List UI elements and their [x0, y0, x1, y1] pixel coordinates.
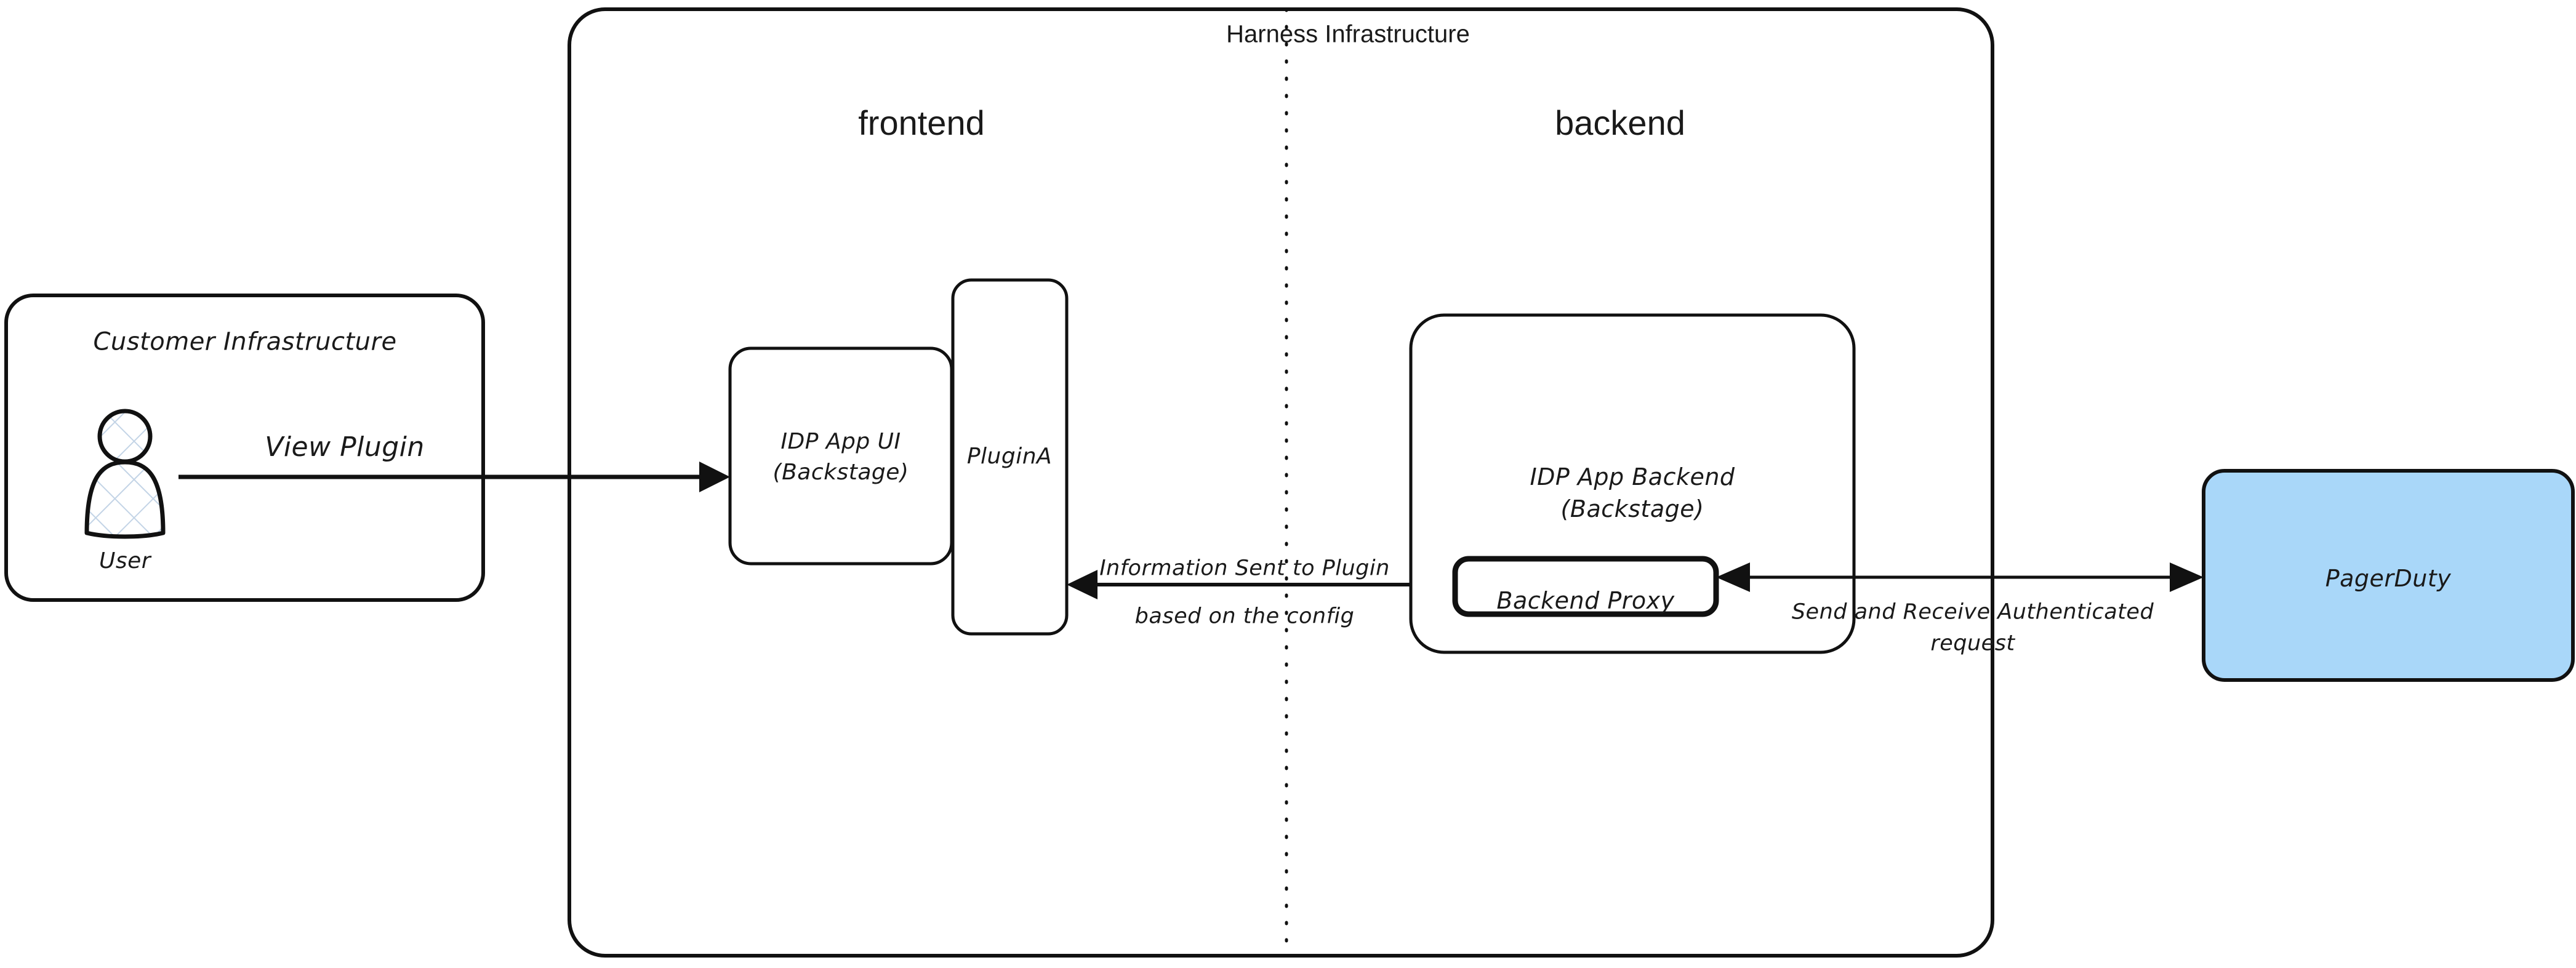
idp-app-ui-node — [728, 346, 953, 566]
pagerduty-node — [2202, 469, 2575, 682]
user-actor-icon — [84, 409, 166, 539]
plugin-a-node — [951, 278, 1069, 636]
edge-authenticated-request — [1716, 562, 2204, 592]
edge-information-sent-to-plugin — [1067, 570, 1411, 599]
customer-infrastructure-container — [4, 294, 485, 602]
harness-infrastructure-container — [568, 7, 1994, 958]
edge-view-plugin — [179, 462, 730, 492]
backend-proxy-node — [1452, 556, 1719, 617]
